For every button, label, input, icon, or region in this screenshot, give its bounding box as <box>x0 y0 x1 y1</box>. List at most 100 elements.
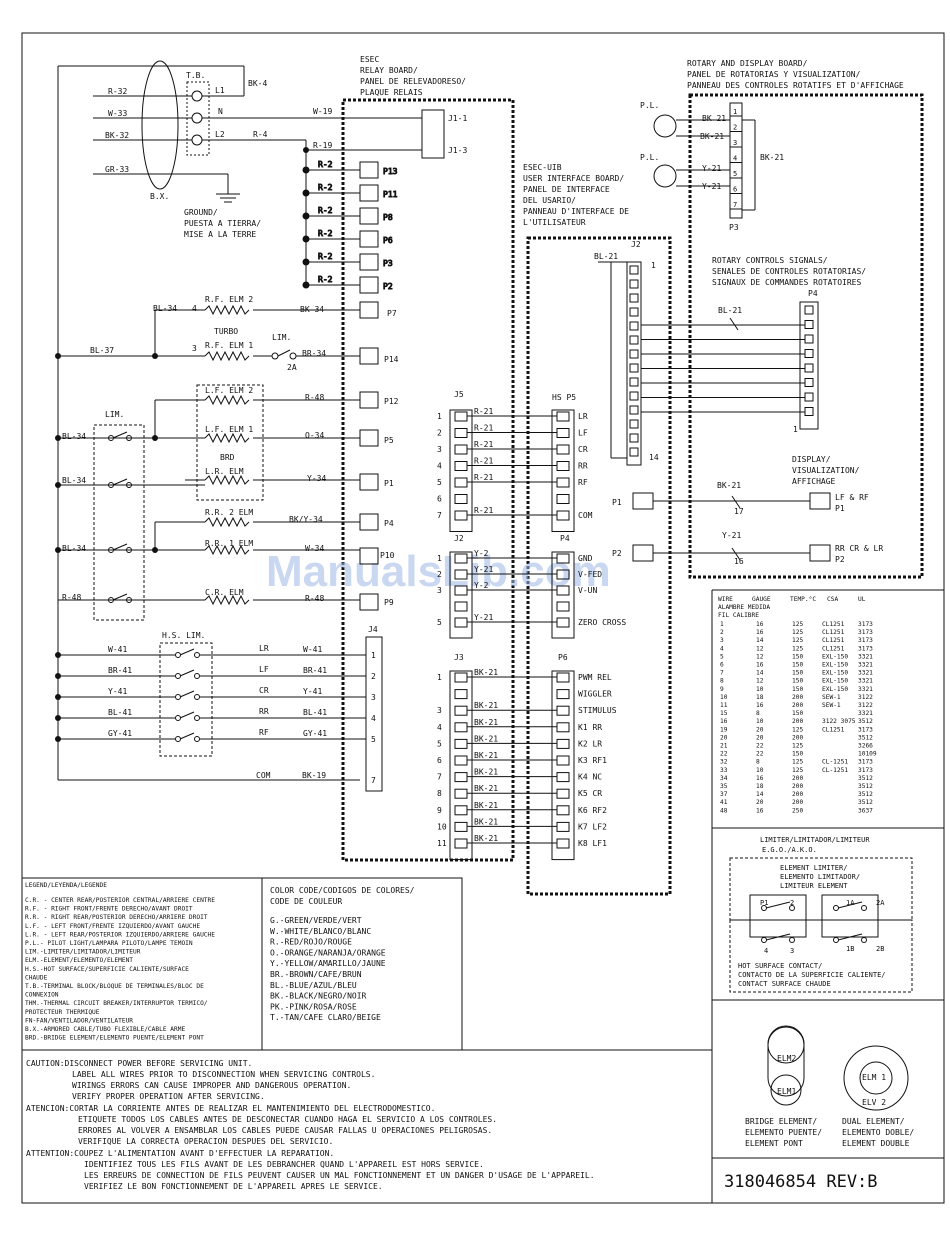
wire-table-cell: 22 <box>756 751 764 758</box>
color-code-line: W.-WHITE/BLANCO/BLANC <box>270 927 371 936</box>
junction-dot <box>55 736 61 742</box>
p4-pin-cell <box>804 320 814 329</box>
legend-line: FN-FAN/VENTILADOR/VENTILATEUR <box>25 1017 133 1024</box>
wire-table-cell: 12 <box>756 678 764 685</box>
label-lf-elm2: L.F. ELM 2 <box>205 386 253 395</box>
hs-switch <box>179 669 195 677</box>
pin-function: STIMULUS <box>578 706 617 715</box>
wire-table-cell: 200 <box>792 783 803 790</box>
hs-switch <box>179 690 195 698</box>
board-wire-label: R-21 <box>474 457 493 466</box>
p4-pin-cell <box>804 349 814 358</box>
pin-number: 6 <box>437 495 442 504</box>
part-number: 318046854 REV:B <box>724 1172 878 1192</box>
connector-label: P6 <box>383 236 393 245</box>
wire-r48-lf: R-48 <box>305 393 324 402</box>
hs-contact <box>194 715 200 721</box>
junction-dot <box>302 235 310 243</box>
wire-y21-pl2b: Y-21 <box>702 182 721 191</box>
junction-dot <box>302 281 310 289</box>
pin-cell <box>454 444 468 455</box>
wire-table-cell: 2 <box>720 629 724 636</box>
pin-cell <box>556 805 570 816</box>
hs-switch <box>179 648 195 656</box>
legend-line: ELM.-ELEMENT/ELEMENTO/ELEMENT <box>25 957 133 964</box>
p4-pin1: 1 <box>793 425 798 434</box>
wire-table-cell: 125 <box>792 637 803 644</box>
wire-table-cell: 3512 <box>858 718 873 725</box>
hs-switch <box>179 732 195 740</box>
conn-p9: P9 <box>384 598 394 607</box>
uib-title-2: USER INTERFACE BOARD/ <box>523 174 624 183</box>
wire-table-cell: 150 <box>792 662 803 669</box>
pin-number: 4 <box>437 723 442 732</box>
wire-table-cell: 20 <box>720 734 728 741</box>
hs-mid-label: LR <box>259 644 269 653</box>
lim-pin-2a: 2A <box>876 899 885 907</box>
wire-r48-left: R-48 <box>62 593 81 602</box>
board-wire-label: R-21 <box>474 440 493 449</box>
pin-number: 2 <box>437 429 442 438</box>
wire-table-cell: 8 <box>756 710 760 717</box>
wire-table-cell: EXL-150 <box>822 686 848 693</box>
label-rr1: R.R. 1 ELM <box>205 539 253 548</box>
wire-bk19: BK-19 <box>302 771 326 780</box>
pin-function: PWM REL <box>578 673 612 682</box>
hs-wire-left: BR-41 <box>108 666 132 675</box>
wire-table-cell: 10 <box>756 718 764 725</box>
tb-l2: L2 <box>215 130 225 139</box>
wire-table-cell: CL-1251 <box>822 767 848 774</box>
j2-pin-cell <box>629 405 639 415</box>
rotary-signals-1: ROTARY CONTROLS SIGNALS/ <box>712 256 828 265</box>
wire-label: R-2 <box>318 183 333 192</box>
wire-table-cell: 22 <box>720 751 728 758</box>
color-code-line: Y.-YELLOW/AMARILLO/JAUNE <box>270 959 386 968</box>
rotary-signals-2: SENALES DE CONTROLES ROTATORIAS/ <box>712 267 866 276</box>
color-code-subtitle: CODE DE COULEUR <box>270 897 342 906</box>
board-wire-label: R-21 <box>474 473 493 482</box>
wire-r48-cr: R-48 <box>305 594 324 603</box>
wire-table-cell: 48 <box>720 807 728 814</box>
color-code-line: BL.-BLUE/AZUL/BLEU <box>270 981 357 990</box>
wire-table-cell: 3173 <box>858 726 873 733</box>
hs-switch <box>179 711 195 719</box>
pin-cell <box>454 601 468 612</box>
wire-table-cell: 7 <box>720 670 724 677</box>
board-wire-label: BK-21 <box>474 718 498 727</box>
wire-table-cell: 125 <box>792 629 803 636</box>
wire-num16: 16 <box>734 557 744 566</box>
wire-table-cell: 20 <box>756 734 764 741</box>
wire-table-cell: 16 <box>756 807 764 814</box>
wire-gr33: GR-33 <box>105 165 129 174</box>
pin-function: K1 RR <box>578 723 602 732</box>
wire-table-cell: 34 <box>720 775 728 782</box>
legend-line: R.R. - RIGHT REAR/POSTERIOR DERECHO/ARRI… <box>25 914 208 921</box>
wire-bl34-b: BL-34 <box>62 476 86 485</box>
pin-cell <box>556 672 570 683</box>
wt-sub-1: ALAMBRE MEDIDA <box>718 604 770 611</box>
dual-label-2: ELEMENTO DOBLE/ <box>842 1128 914 1137</box>
wire-bk21-pl1b: BK-21 <box>700 132 724 141</box>
lim-pin-p1: P1 <box>760 899 768 907</box>
legend-line: T.B.-TERMINAL BLOCK/BLOQUE DE TERMINALES… <box>25 983 204 990</box>
relay-title-2: RELAY BOARD/ <box>360 66 418 75</box>
pin-cell <box>454 821 468 832</box>
legend-line: THM.-THERMAL CIRCUIT BREAKER/INTERRUPTOR… <box>25 1000 208 1007</box>
junction-dot <box>302 212 310 220</box>
pin-function: RF <box>578 478 588 487</box>
pin-function: K5 CR <box>578 789 602 798</box>
wire-label: R-2 <box>318 275 333 284</box>
pin-function: V-UN <box>578 586 597 595</box>
pin-number: 3 <box>437 586 442 595</box>
wire-table-cell: 3512 <box>858 734 873 741</box>
dual-label-3: ELEMENT DOUBLE <box>842 1139 910 1148</box>
j2-housing <box>449 551 473 639</box>
pin-cell <box>556 838 570 849</box>
junction-dot <box>302 189 310 197</box>
conn-disp-p1: P1 <box>612 498 622 507</box>
wire-table-cell: 16 <box>756 629 764 636</box>
wire-table-cell: CL-1251 <box>822 759 848 766</box>
wire-table-cell: 3321 <box>858 653 873 660</box>
pin-cell <box>556 461 570 471</box>
label-rf-elm2: R.F. ELM 2 <box>205 295 253 304</box>
